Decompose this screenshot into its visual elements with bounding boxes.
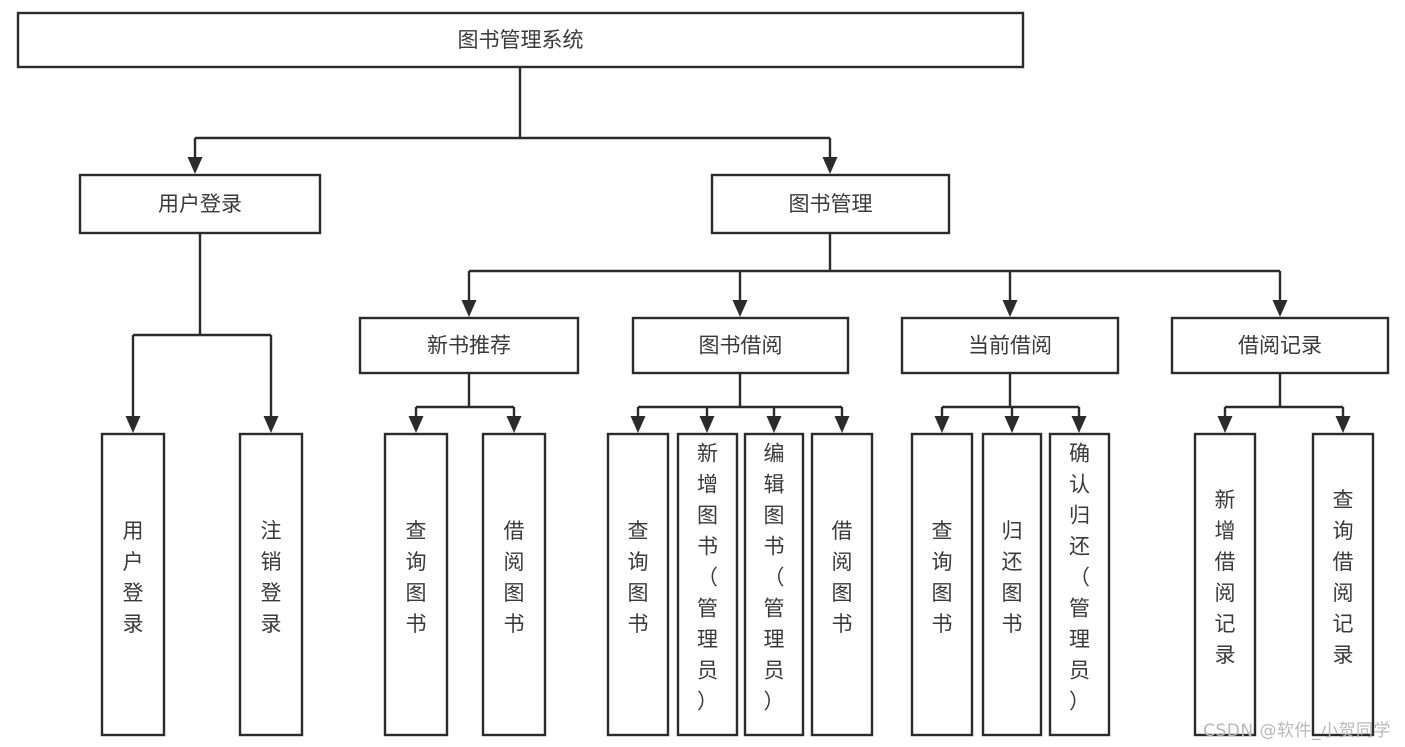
- node-leaf-edit-book-admin[interactable]: 编辑图书（管理员）: [743, 432, 805, 737]
- node-box-leaf-logout[interactable]: [238, 432, 304, 737]
- node-borrow-records[interactable]: 借阅记录: [1170, 316, 1390, 375]
- arrow-head-icon: [934, 416, 950, 433]
- node-box-leaf-return-book[interactable]: [981, 432, 1043, 737]
- node-label-leaf-confirm-return-admin: 确认归还（管理员）: [1069, 442, 1090, 714]
- node-leaf-borrow-book-recommend[interactable]: 借阅图书: [481, 432, 547, 737]
- arrow-head-icon: [630, 416, 646, 433]
- arrow-head-icon: [1272, 300, 1288, 317]
- node-label-borrow-records: 借阅记录: [1238, 334, 1322, 358]
- node-user-login[interactable]: 用户登录: [78, 173, 322, 235]
- arrow-head-icon: [187, 157, 203, 174]
- arrow-head-icon: [506, 416, 522, 433]
- arrow-head-icon: [1002, 300, 1018, 317]
- connectors-layer: [125, 67, 1351, 433]
- arrow-head-icon: [461, 300, 477, 317]
- arrow-head-icon: [1217, 416, 1233, 433]
- arrow-head-icon: [822, 157, 838, 174]
- arrow-head-icon: [408, 416, 424, 433]
- node-leaf-return-book[interactable]: 归还图书: [981, 432, 1043, 737]
- node-box-root[interactable]: [16, 11, 1025, 69]
- node-leaf-query-book-borrow[interactable]: 查询图书: [606, 432, 670, 737]
- arrow-head-icon: [766, 416, 782, 433]
- connector-conn-book-management-to-level2: [461, 233, 1288, 317]
- node-label-leaf-query-borrow-record: 查询借阅记录: [1333, 488, 1354, 667]
- node-label-current-borrow: 当前借阅: [968, 334, 1052, 358]
- node-box-borrow-records[interactable]: [1170, 316, 1390, 375]
- node-box-leaf-add-borrow-record[interactable]: [1193, 432, 1257, 737]
- arrow-head-icon: [699, 416, 715, 433]
- node-root[interactable]: 图书管理系统: [16, 11, 1025, 69]
- node-box-current-borrow[interactable]: [900, 316, 1120, 375]
- arrow-head-icon: [1335, 416, 1351, 433]
- node-book-management[interactable]: 图书管理: [710, 173, 951, 235]
- node-label-leaf-add-borrow-record: 新增借阅记录: [1215, 488, 1236, 667]
- connector-conn-root-to-level1: [187, 67, 838, 174]
- arrow-head-icon: [1071, 416, 1087, 433]
- node-leaf-add-book-admin[interactable]: 新增图书（管理员）: [676, 432, 739, 737]
- arrow-head-icon: [834, 416, 850, 433]
- node-leaf-borrow-book[interactable]: 借阅图书: [810, 432, 874, 737]
- node-label-leaf-return-book: 归还图书: [1002, 519, 1023, 636]
- node-label-book-borrow: 图书借阅: [699, 334, 783, 358]
- node-label-leaf-query-book-borrow: 查询图书: [628, 519, 649, 636]
- node-leaf-query-book-recommend[interactable]: 查询图书: [383, 432, 449, 737]
- node-leaf-add-borrow-record[interactable]: 新增借阅记录: [1193, 432, 1257, 737]
- node-label-new-book-recommend: 新书推荐: [427, 334, 511, 358]
- node-label-leaf-query-book-recommend: 查询图书: [406, 519, 427, 636]
- node-box-leaf-user-login[interactable]: [100, 432, 166, 737]
- arrow-head-icon: [1004, 416, 1020, 433]
- node-label-leaf-borrow-book: 借阅图书: [832, 519, 853, 636]
- node-box-user-login[interactable]: [78, 173, 322, 235]
- node-box-leaf-borrow-book-recommend[interactable]: [481, 432, 547, 737]
- node-box-leaf-edit-book-admin[interactable]: [743, 432, 805, 737]
- node-box-leaf-borrow-book[interactable]: [810, 432, 874, 737]
- node-label-book-management: 图书管理: [789, 192, 873, 216]
- node-box-leaf-query-book-borrow[interactable]: [606, 432, 670, 737]
- node-label-leaf-add-book-admin: 新增图书（管理员）: [697, 442, 718, 714]
- node-book-borrow[interactable]: 图书借阅: [631, 316, 850, 375]
- node-new-book-recommend[interactable]: 新书推荐: [358, 316, 580, 375]
- node-box-leaf-query-borrow-record[interactable]: [1311, 432, 1375, 737]
- arrow-head-icon: [732, 300, 748, 317]
- node-box-book-borrow[interactable]: [631, 316, 850, 375]
- node-label-leaf-query-book-current: 查询图书: [932, 519, 953, 636]
- node-current-borrow[interactable]: 当前借阅: [900, 316, 1120, 375]
- node-leaf-user-login[interactable]: 用户登录: [100, 432, 166, 737]
- node-box-book-management[interactable]: [710, 173, 951, 235]
- node-label-leaf-user-login: 用户登录: [123, 519, 144, 636]
- connector-conn-current-borrow-to-leaves: [934, 373, 1087, 433]
- node-leaf-logout[interactable]: 注销登录: [238, 432, 304, 737]
- node-label-leaf-logout: 注销登录: [261, 519, 282, 636]
- node-label-leaf-edit-book-admin: 编辑图书（管理员）: [764, 442, 785, 714]
- node-leaf-query-book-current[interactable]: 查询图书: [910, 432, 974, 737]
- node-box-leaf-query-book-current[interactable]: [910, 432, 974, 737]
- nodes-layer: 图书管理系统用户登录图书管理新书推荐图书借阅当前借阅借阅记录用户登录注销登录查询…: [16, 11, 1390, 737]
- node-box-leaf-add-book-admin[interactable]: [676, 432, 739, 737]
- node-box-new-book-recommend[interactable]: [358, 316, 580, 375]
- node-label-leaf-borrow-book-recommend: 借阅图书: [504, 519, 525, 636]
- arrow-head-icon: [263, 416, 279, 433]
- connector-conn-borrow-records-to-leaves: [1217, 373, 1351, 433]
- node-leaf-query-borrow-record[interactable]: 查询借阅记录: [1311, 432, 1375, 737]
- node-label-user-login: 用户登录: [158, 192, 242, 216]
- connector-conn-new-book-recommend-to-leaves: [408, 373, 522, 433]
- node-label-root: 图书管理系统: [458, 28, 584, 52]
- connector-conn-book-borrow-to-leaves: [630, 373, 850, 433]
- arrow-head-icon: [125, 416, 141, 433]
- node-box-leaf-confirm-return-admin[interactable]: [1048, 432, 1111, 737]
- node-box-leaf-query-book-recommend[interactable]: [383, 432, 449, 737]
- node-leaf-confirm-return-admin[interactable]: 确认归还（管理员）: [1048, 432, 1111, 737]
- connector-conn-user-login-to-leaves: [125, 233, 279, 433]
